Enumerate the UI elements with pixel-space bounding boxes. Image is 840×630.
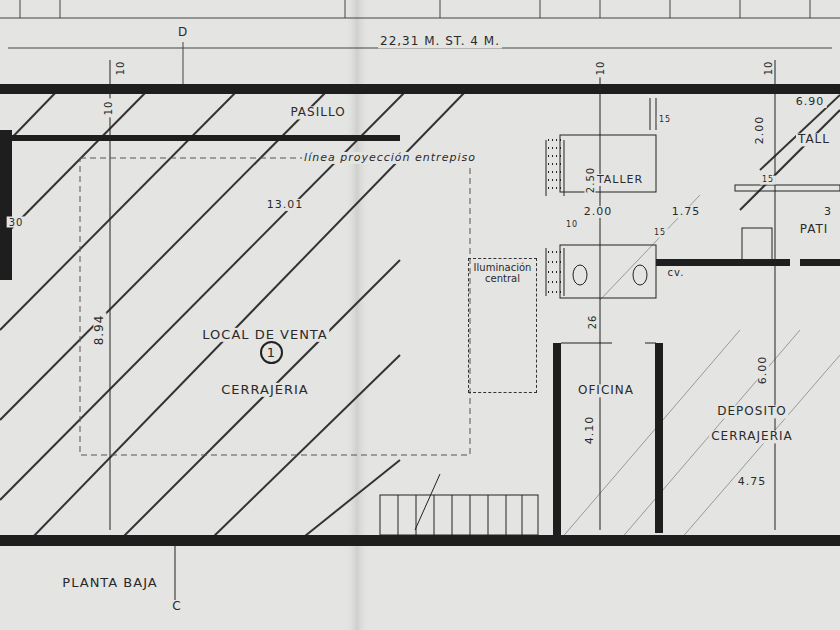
- plan-label: OFICINA: [576, 384, 636, 397]
- plan-label: 4.75: [736, 476, 769, 488]
- area-label: Iluminación central: [471, 262, 534, 284]
- plan-label: 15: [652, 229, 668, 238]
- plan-label: 2.00: [582, 206, 615, 218]
- plan-label: 3: [822, 206, 834, 218]
- plan-label: 22,31 M. ST. 4 M.: [378, 35, 502, 48]
- plan-label: 10: [595, 59, 606, 78]
- plan-label: 10: [564, 221, 580, 230]
- plan-label: línea proyección entrepiso: [302, 152, 478, 164]
- plan-label: D: [176, 26, 190, 39]
- plan-label: PLANTA BAJA: [60, 576, 159, 590]
- lighting-area: Iluminación central: [468, 258, 537, 393]
- plan-label: C: [170, 600, 183, 613]
- plan-label: 26: [587, 313, 598, 332]
- plan-label: 6.90: [794, 96, 827, 108]
- plan-label: PATI: [798, 223, 831, 236]
- plan-label: 4.10: [584, 414, 596, 447]
- plan-label: DEPOSITO: [715, 405, 788, 418]
- plan-label: 10: [763, 59, 774, 78]
- callout-circle: 1: [260, 341, 283, 364]
- plan-label: cv.: [666, 267, 687, 278]
- plan-label: 15: [760, 176, 776, 185]
- plan-label: CERRAJERIA: [219, 383, 311, 397]
- plan-label: CERRAJERIA: [709, 430, 795, 443]
- plan-label: TALLER: [595, 174, 645, 186]
- callout-number: 1: [262, 343, 281, 362]
- plan-label: 10: [115, 59, 126, 78]
- plan-label: PASILLO: [288, 106, 347, 119]
- plan-label: 15: [657, 116, 673, 125]
- plan-label: 13.01: [265, 199, 306, 211]
- plan-label: 6.00: [757, 354, 769, 387]
- plan-label: 2.50: [585, 165, 596, 195]
- plan-label: 10: [103, 99, 114, 118]
- plan-label: LOCAL DE VENTA: [200, 328, 329, 342]
- plan-label: TALL: [796, 133, 832, 146]
- plan-label: 2.00: [754, 114, 766, 147]
- plan-label: 8.94: [93, 313, 106, 348]
- plan-label: 1.75: [670, 206, 703, 218]
- plan-label: 30: [7, 217, 26, 228]
